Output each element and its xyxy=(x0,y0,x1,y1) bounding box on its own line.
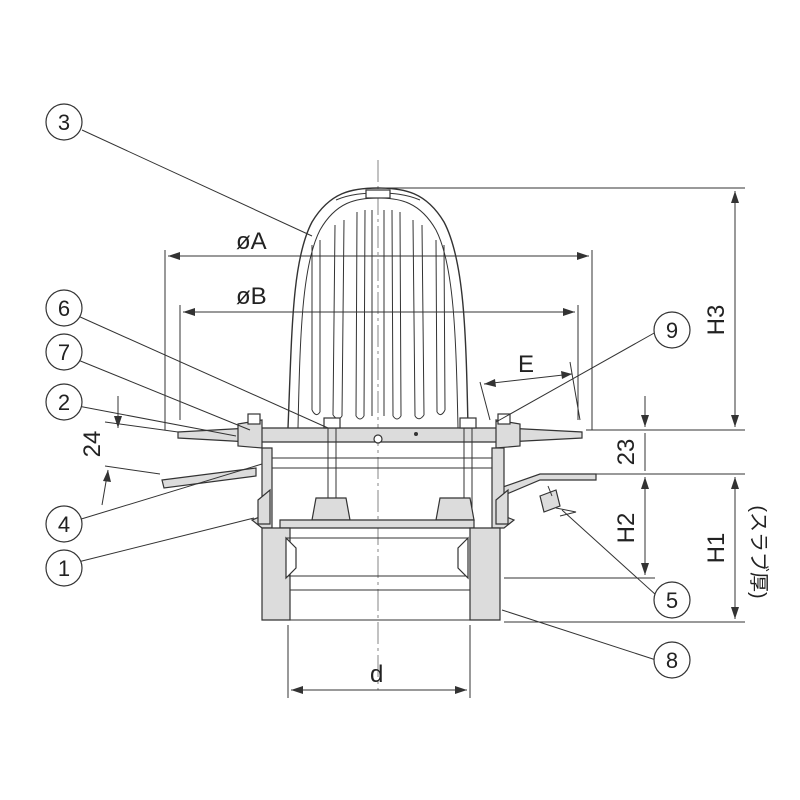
svg-text:8: 8 xyxy=(666,648,678,673)
dim-23: 23 xyxy=(613,439,640,466)
svg-text:3: 3 xyxy=(58,110,70,135)
dim-h3: H3 xyxy=(703,305,730,336)
clamp-nut xyxy=(539,485,577,517)
part-callout-6: 6 xyxy=(45,289,83,327)
drain-body xyxy=(250,447,516,529)
part-callout-8: 8 xyxy=(653,641,691,679)
svg-text:7: 7 xyxy=(58,340,70,365)
part-callout-4: 4 xyxy=(45,505,83,543)
svg-text:6: 6 xyxy=(58,296,70,321)
dim-slab-thickness: (スラブ厚) xyxy=(747,505,771,598)
part-callout-1: 1 xyxy=(45,549,83,587)
svg-text:1: 1 xyxy=(58,556,70,581)
svg-text:5: 5 xyxy=(666,588,678,613)
part-callout-7: 7 xyxy=(45,333,83,371)
strainer-dome xyxy=(287,187,469,429)
leader-lines xyxy=(77,129,657,661)
dimension-lines xyxy=(101,191,739,694)
waterproof-sheet xyxy=(161,467,597,497)
part-callout-2: 2 xyxy=(45,383,83,421)
part-callout-9: 9 xyxy=(653,311,691,349)
dim-h1: H1 xyxy=(703,533,730,564)
svg-text:9: 9 xyxy=(666,318,678,343)
dim-diameter-a: øA xyxy=(236,228,267,255)
part-callout-3: 3 xyxy=(45,103,83,141)
dim-diameter-b: øB xyxy=(236,283,267,310)
dim-24: 24 xyxy=(79,431,106,458)
part-callout-5: 5 xyxy=(653,581,691,619)
svg-text:4: 4 xyxy=(58,512,70,537)
pipe-socket xyxy=(261,527,501,621)
dim-d: d xyxy=(370,661,383,688)
extension-lines xyxy=(104,187,745,698)
dim-e: E xyxy=(518,351,534,378)
svg-text:2: 2 xyxy=(58,390,70,415)
flange-ring xyxy=(177,413,583,449)
dim-h2: H2 xyxy=(613,513,640,544)
